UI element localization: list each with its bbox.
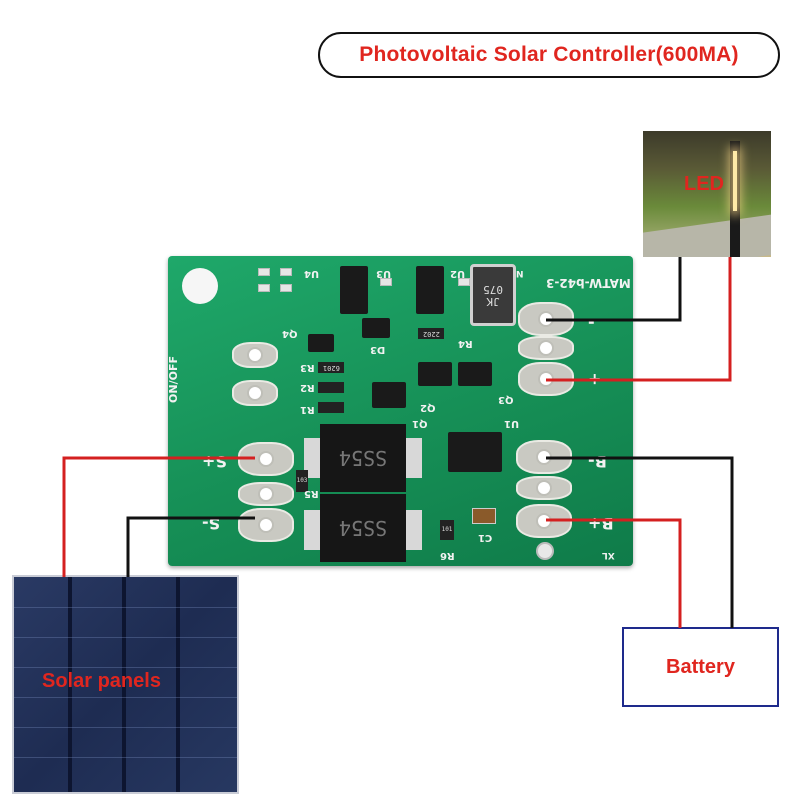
led-wire-positive — [546, 257, 732, 382]
ic-d3 — [362, 318, 390, 338]
chip-r2 — [318, 382, 344, 393]
chip-103: 103 — [296, 470, 308, 492]
chip-6201: 6201 — [318, 362, 344, 373]
smd-pad-d — [458, 278, 470, 286]
controller-pcb: JK 075 MATW-b42-3 6201 2202 ON/OFF S+ S-… — [167, 256, 633, 566]
solar-wire-negative — [126, 516, 255, 577]
diode-lead-4 — [406, 510, 422, 550]
transistor-q3a — [418, 362, 452, 386]
title-box: Photovoltaic Solar Controller(600MA) — [318, 32, 780, 78]
diode-lead-2 — [304, 510, 320, 550]
diode-lead-3 — [406, 438, 422, 478]
transistor-q4 — [308, 334, 334, 352]
smd-u4b — [280, 268, 292, 276]
led-label: LED — [684, 173, 724, 195]
solar-label: Solar panels — [42, 670, 161, 692]
smd-pad-b — [280, 284, 292, 292]
battery-label: Battery — [666, 655, 735, 678]
smd-pad-a — [258, 284, 270, 292]
chip-r1 — [318, 402, 344, 413]
busbar-2 — [122, 577, 126, 792]
small-hole — [536, 542, 554, 560]
ic-u4 — [340, 266, 368, 314]
solar-wire-positive — [62, 456, 255, 577]
solar-panel-image — [12, 575, 239, 794]
cell-line — [14, 667, 237, 668]
inductor-jk075: JK 075 — [470, 264, 516, 326]
chip-101: 101 — [440, 520, 454, 540]
battery-minus-pad-b — [516, 476, 572, 500]
ic-u1 — [448, 432, 502, 472]
cell-line — [14, 637, 237, 638]
smd-u4 — [258, 268, 270, 276]
diode-ss54-1: SS54 — [320, 424, 406, 492]
solar-minus-pad — [238, 508, 294, 542]
battery-wire-negative — [546, 456, 734, 628]
battery-wire-positive — [546, 518, 682, 628]
lamp-glow — [733, 151, 737, 211]
battery-box: Battery — [622, 627, 779, 707]
on-off-pad-1 — [232, 342, 278, 368]
solar-minus-pad-a — [238, 482, 294, 506]
diagram-title: Photovoltaic Solar Controller(600MA) — [359, 43, 739, 66]
cell-line — [14, 757, 237, 758]
busbar-3 — [176, 577, 180, 792]
busbar-1 — [68, 577, 72, 792]
ic-u3 — [416, 266, 444, 314]
battery-plus-pad — [516, 504, 572, 538]
diode-lead-1 — [304, 438, 320, 478]
cell-line — [14, 697, 237, 698]
transistor-q2 — [372, 382, 406, 408]
led-wire-negative — [546, 257, 682, 322]
chip-2202: 2202 — [418, 328, 444, 339]
mounting-hole — [182, 268, 218, 304]
led-mid-pad — [518, 336, 574, 360]
capacitor-c1 — [472, 508, 496, 524]
cell-line — [14, 727, 237, 728]
smd-pad-c — [380, 278, 392, 286]
cell-line — [14, 607, 237, 608]
on-off-pad-2 — [232, 380, 278, 406]
led-lamp-image — [643, 131, 771, 257]
diode-ss54-2: SS54 — [320, 494, 406, 562]
transistor-q3b — [458, 362, 492, 386]
